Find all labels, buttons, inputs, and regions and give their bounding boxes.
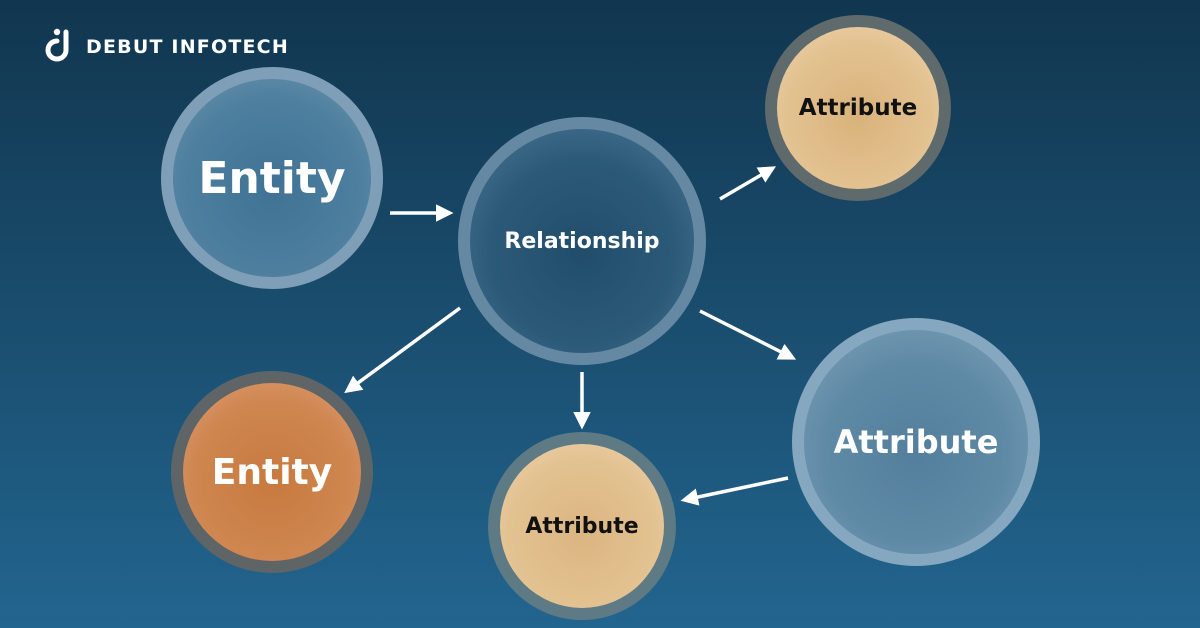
arrow-relationship-to-entity-bottom	[344, 306, 462, 394]
attribute-node-top-right: Attribute	[765, 15, 951, 201]
relationship-node-core: Relationship	[470, 129, 694, 353]
arrow-relationship-to-attribute-top	[719, 166, 777, 201]
entity-label-top: Entity	[198, 152, 346, 204]
brand-logo: DEBUT INFOTECH	[44, 26, 289, 68]
attribute-label-top-right: Attribute	[798, 95, 918, 121]
attribute-label-right: Attribute	[833, 423, 999, 461]
debut-logo-icon	[45, 28, 69, 62]
arrow-attribute-right-to-attribute-bottom	[680, 476, 789, 506]
entity-node-top-core: Entity	[173, 79, 371, 277]
attribute-node-right-core: Attribute	[804, 330, 1028, 554]
brand-name: DEBUT INFOTECH	[86, 36, 289, 58]
entity-node-top: Entity	[161, 67, 383, 289]
entity-label-bottom: Entity	[211, 451, 333, 493]
relationship-node: Relationship	[458, 117, 706, 365]
entity-node-bottom: Entity	[171, 371, 373, 573]
relationship-label: Relationship	[504, 228, 660, 254]
attribute-node-bottom-center: Attribute	[488, 432, 676, 620]
arrow-relationship-to-attribute-right	[699, 309, 797, 360]
entity-node-bottom-core: Entity	[183, 383, 361, 561]
attribute-node-bottom-center-core: Attribute	[500, 444, 664, 608]
attribute-node-right: Attribute	[792, 318, 1040, 566]
attribute-label-bottom-center: Attribute	[525, 513, 639, 539]
attribute-node-top-right-core: Attribute	[777, 27, 939, 189]
